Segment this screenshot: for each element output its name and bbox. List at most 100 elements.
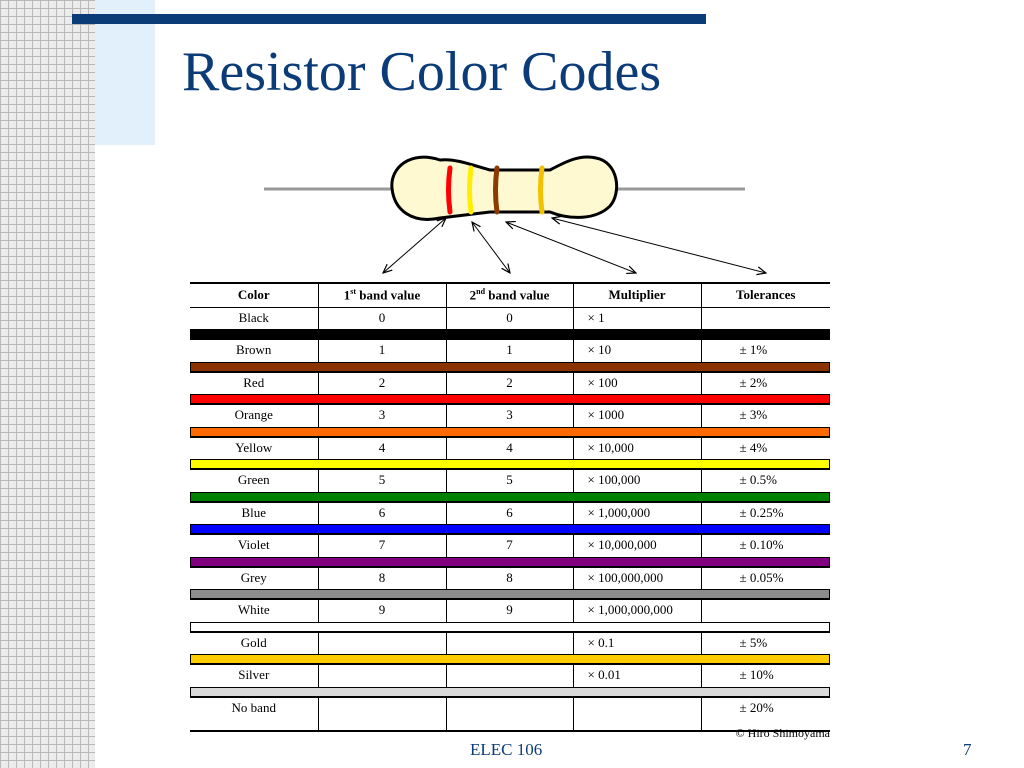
table-row: Silver × 0.01± 10% <box>190 664 830 687</box>
cell-multiplier: × 10 <box>572 339 701 362</box>
color-band-row <box>190 459 830 470</box>
cell-multiplier: × 100 <box>572 371 701 394</box>
cell-band2-value: 0 <box>445 306 573 329</box>
cell-band2-value <box>445 631 573 654</box>
resistor-band-3 <box>493 165 500 215</box>
arrow-tolerance <box>552 218 766 273</box>
color-swatch-silver <box>190 686 830 697</box>
slide-title: Resistor Color Codes <box>182 41 662 103</box>
color-band-row <box>190 621 830 633</box>
color-swatch-grey <box>190 589 830 599</box>
cell-multiplier: × 1,000,000,000 <box>572 599 701 622</box>
cell-multiplier: × 100,000 <box>572 469 701 492</box>
arrow-band2 <box>472 222 510 273</box>
cell-band2-value <box>445 696 573 732</box>
arrow-multiplier <box>506 222 636 273</box>
cell-multiplier: × 1000 <box>572 404 701 427</box>
table-row: Gold × 0.1± 5% <box>190 631 830 654</box>
color-band-row <box>190 556 830 568</box>
cell-multiplier: × 1,000,000 <box>572 501 701 524</box>
resistor-band-2 <box>467 165 474 215</box>
cell-tolerance: ± 0.5% <box>700 469 830 492</box>
table-row: No band± 20% <box>190 696 830 732</box>
copyright-note: © Hiro Shimoyama <box>735 726 830 740</box>
cell-band2-value: 8 <box>445 566 573 589</box>
decorative-grid-strip <box>0 0 95 768</box>
cell-band1-value: 6 <box>317 501 446 524</box>
cell-band1-value <box>317 696 446 732</box>
resistor-bands <box>446 165 545 215</box>
color-swatch-brown <box>190 361 830 372</box>
cell-color-name: Silver <box>190 664 318 687</box>
cell-color-name: Blue <box>190 501 318 524</box>
color-band-row <box>190 589 830 600</box>
cell-tolerance: ± 10% <box>700 664 830 687</box>
resistor-diagram <box>264 155 770 278</box>
cell-multiplier: × 10,000,000 <box>572 534 701 557</box>
cell-band1-value <box>317 664 446 687</box>
cell-band1-value <box>317 631 446 654</box>
cell-band1-value: 7 <box>317 534 446 557</box>
cell-tolerance: ± 0.10% <box>700 534 830 557</box>
color-band-row <box>190 361 830 373</box>
cell-band1-value: 9 <box>317 599 446 622</box>
color-swatch-black <box>190 329 830 339</box>
header-band1: 1st band value <box>317 282 446 308</box>
color-swatch-white <box>190 621 830 632</box>
cell-band2-value: 2 <box>445 371 573 394</box>
page-number: 7 <box>963 740 972 759</box>
table-header-row: Color 1st band value 2nd band value Mult… <box>190 282 830 308</box>
header-tolerance: Tolerances <box>700 282 830 308</box>
color-swatch-gold <box>190 654 830 664</box>
color-code-table-wrapper: Color 1st band value 2nd band value Mult… <box>190 282 830 732</box>
cell-multiplier: × 0.01 <box>572 664 701 687</box>
color-band-row <box>190 426 830 438</box>
color-swatch-green <box>190 491 830 502</box>
color-band-row <box>190 686 830 698</box>
cell-tolerance: ± 3% <box>700 404 830 427</box>
cell-multiplier: × 0.1 <box>572 631 701 654</box>
header-color: Color <box>190 282 318 308</box>
title-rule <box>72 14 706 24</box>
cell-band2-value: 6 <box>445 501 573 524</box>
cell-color-name: Yellow <box>190 436 318 459</box>
color-band-row <box>190 394 830 405</box>
cell-multiplier <box>572 696 701 732</box>
cell-color-name: Violet <box>190 534 318 557</box>
color-swatch-red <box>190 394 830 404</box>
resistor-band-4 <box>538 165 545 215</box>
cell-tolerance: ± 5% <box>700 631 830 654</box>
cell-multiplier: × 100,000,000 <box>572 566 701 589</box>
cell-band2-value: 3 <box>445 404 573 427</box>
color-band-row <box>190 654 830 665</box>
cell-tolerance: ± 4% <box>700 436 830 459</box>
cell-tolerance <box>700 599 830 622</box>
cell-band1-value: 1 <box>317 339 446 362</box>
decorative-accent-box <box>95 0 155 145</box>
cell-band1-value: 8 <box>317 566 446 589</box>
color-code-table: Color 1st band value 2nd band value Mult… <box>190 282 830 732</box>
cell-band1-value: 2 <box>317 371 446 394</box>
cell-band2-value: 5 <box>445 469 573 492</box>
cell-color-name: Grey <box>190 566 318 589</box>
cell-multiplier: × 10,000 <box>572 436 701 459</box>
cell-multiplier: × 1 <box>572 306 701 329</box>
cell-band1-value: 0 <box>317 306 446 329</box>
resistor-body <box>390 155 619 221</box>
resistor-band-1 <box>446 165 453 215</box>
cell-color-name: Gold <box>190 631 318 654</box>
color-band-row <box>190 524 830 535</box>
cell-band2-value <box>445 664 573 687</box>
color-band-row <box>190 329 830 340</box>
cell-color-name: Orange <box>190 404 318 427</box>
cell-color-name: Black <box>190 306 318 329</box>
cell-tolerance: ± 20% <box>700 696 830 732</box>
